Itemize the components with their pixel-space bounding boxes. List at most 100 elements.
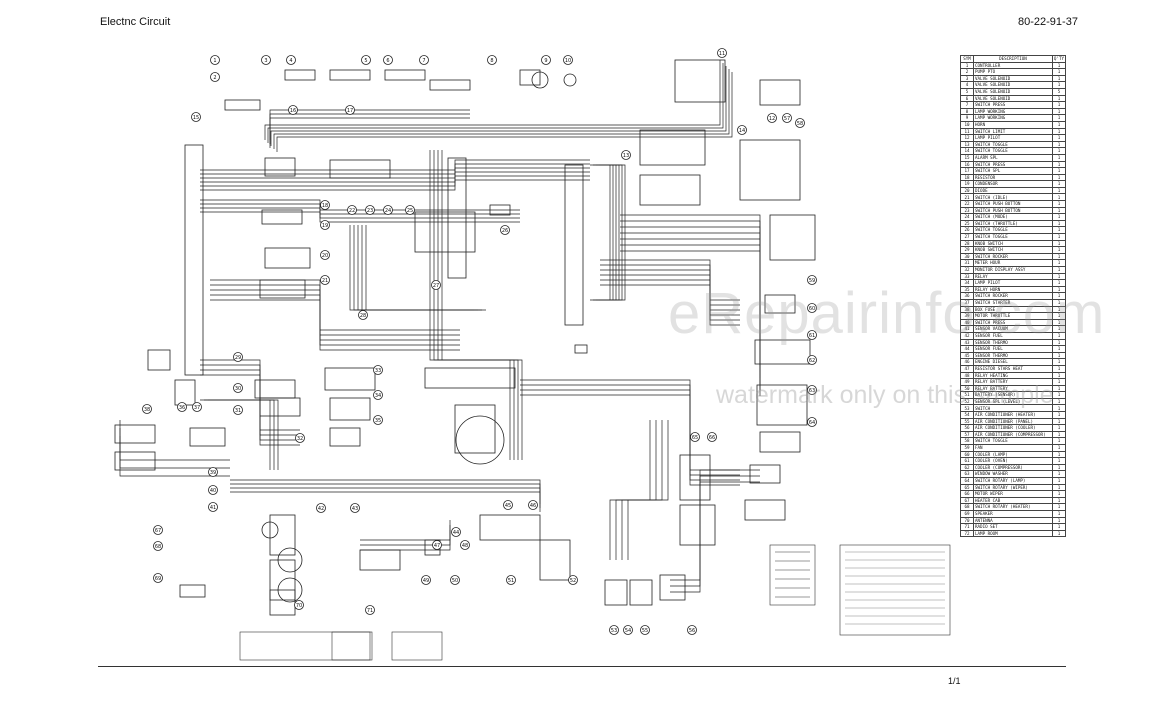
callout-circle [208,467,218,477]
component-block [639,129,706,166]
component-callout: 1 [210,55,220,65]
callout-label: 59 [809,278,815,284]
callout-circle [153,573,163,583]
wire [200,211,520,223]
part-description: CONDENSOR [973,180,1053,188]
part-sym: 60 [960,450,974,459]
component-callout: 62 [807,355,817,365]
legend-box [769,544,816,606]
component-block [259,279,306,299]
part-qty: 1 [1051,516,1067,525]
part-sym: 10 [960,120,974,129]
component-callout: 57 [782,113,792,123]
callout-circle [350,503,360,513]
callout-label: 56 [689,628,695,634]
part-qty: 1 [1051,74,1067,83]
callout-circle [807,417,817,427]
part-description: SWITCH (THROTTLE) [973,219,1053,228]
callout-circle [233,352,243,362]
part-qty: 1 [1051,107,1067,116]
wire [200,199,520,211]
callout-circle [782,113,792,123]
callout-label: 49 [423,578,429,584]
callout-label: 13 [623,153,629,159]
part-qty: 1 [1051,351,1067,360]
part-qty: 1 [1051,140,1067,149]
component-callout: 18 [320,200,330,210]
callout-label: 22 [349,208,355,214]
component-block [224,99,261,111]
legend-boxes [239,544,951,661]
callout-label: 66 [709,435,715,441]
part-qty: 1 [1051,444,1067,452]
callout-circle [233,383,243,393]
component-block [759,79,801,106]
wire [200,159,590,171]
wire [200,203,520,215]
wire [437,150,519,460]
callout-circle [707,432,717,442]
callout-circle [320,200,330,210]
callout-label: 71 [367,608,373,614]
component-callout: 22 [347,205,357,215]
part-description: AIR CONDITIONER (COOLER) [973,424,1053,432]
component-block [324,367,376,391]
part-description: ANTENNA [973,516,1053,525]
component-block [489,204,511,216]
part-sym: 70 [960,516,974,525]
component-callout: 40 [208,485,218,495]
part-description: HORN [973,120,1053,129]
part-sym: 33 [960,272,974,281]
callout-circle [687,625,697,635]
callout-circle [153,541,163,551]
wire [269,117,470,148]
component-callout: 63 [807,385,817,395]
part-description: DIODE [973,186,1053,195]
part-sym: 16 [960,160,974,169]
wire [520,379,740,471]
component-callout: 64 [807,417,817,427]
component-callout: 29 [233,352,243,362]
component-block [574,344,588,354]
part-qty: 1 [1051,272,1067,281]
component-callout: 20 [320,250,330,260]
part-sym: 28 [960,239,974,248]
component-callout: 13 [621,150,631,160]
part-qty: 1 [1051,120,1067,129]
callout-circle [383,55,393,65]
part-sym: 66 [960,490,974,498]
component-block [359,549,401,571]
part-description: FAN [973,444,1053,452]
part-description: RESISTOR [973,173,1053,182]
component-block [679,504,716,546]
component-callout: 6 [383,55,393,65]
wire [200,179,590,191]
wire [210,279,460,331]
part-sym: 29 [960,246,974,254]
part-description: COOLER (OVEN) [973,457,1053,465]
component-callout: 48 [460,540,470,550]
callout-circle [233,405,243,415]
part-qty: 1 [1051,371,1067,380]
callout-label: 32 [297,436,303,442]
part-description: SWITCH TOGGLE [973,437,1053,446]
part-qty: 1 [1051,81,1067,89]
part-sym: 24 [960,213,974,221]
part-description: SWITCH PUSH BUTTON [973,200,1053,208]
component-block [259,397,301,417]
callout-circle [568,575,578,585]
callout-circle [345,105,355,115]
component-block [519,69,541,86]
component-block [184,144,204,376]
part-description: PUMP PTO [973,68,1053,76]
